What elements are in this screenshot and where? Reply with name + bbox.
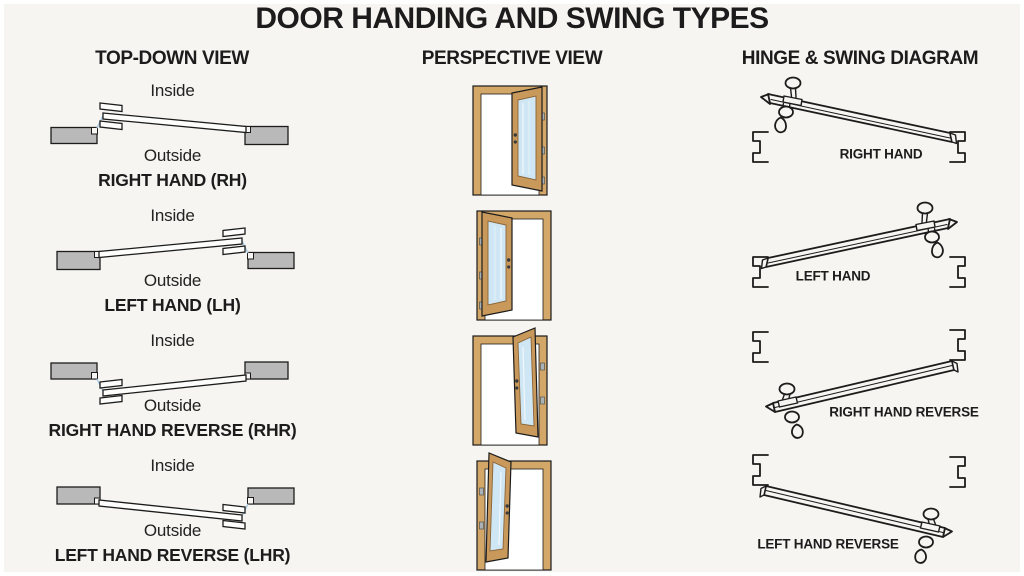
- hinge-row-right-hand: RIGHT HAND: [730, 70, 988, 201]
- hinge-label-right-hand: RIGHT HAND: [839, 146, 923, 162]
- topdown-row-right-hand-reverse: Inside Outside RIGHT HAND REVERSE (RHR): [40, 325, 305, 451]
- hinge-row-left-hand: LEFT HAND: [730, 195, 988, 326]
- column-header-topdown: TOP-DOWN VIEW: [95, 48, 249, 69]
- perspective-door-left-hand: [476, 210, 552, 321]
- perspective-door-left-hand-reverse: [476, 452, 552, 571]
- inside-label: Inside: [150, 456, 195, 475]
- hinge-label-right-hand-reverse: RIGHT HAND REVERSE: [829, 404, 979, 420]
- handing-label-right-hand-reverse: RIGHT HAND REVERSE (RHR): [48, 420, 297, 440]
- column-header-perspective: PERSPECTIVE VIEW: [421, 48, 603, 69]
- hinge-diagram-right-hand-reverse: [752, 329, 966, 439]
- hinge-row-left-hand-reverse: LEFT HAND REVERSE: [730, 445, 988, 576]
- outside-label: Outside: [143, 146, 202, 165]
- outside-label: Outside: [143, 396, 202, 415]
- perspective-door-right-hand: [472, 85, 548, 196]
- topdown-row-left-hand-reverse: Inside Outside LEFT HAND REVERSE (LHR): [40, 450, 305, 576]
- topdown-row-left-hand: Inside Outside LEFT HAND (LH): [40, 200, 305, 326]
- hinge-row-right-hand-reverse: RIGHT HAND REVERSE: [730, 320, 988, 451]
- column-header-hinge: HINGE & SWING DIAGRAM: [741, 48, 979, 69]
- perspective-door-right-hand-reverse: [472, 327, 548, 446]
- inside-label: Inside: [150, 81, 195, 100]
- handing-label-right-hand: RIGHT HAND (RH): [98, 170, 247, 190]
- hinge-label-left-hand: LEFT HAND: [795, 268, 871, 284]
- handing-label-left-hand: LEFT HAND (LH): [104, 295, 241, 315]
- page-title: DOOR HANDING AND SWING TYPES: [255, 2, 769, 35]
- inside-label: Inside: [150, 206, 195, 225]
- handing-label-left-hand-reverse: LEFT HAND REVERSE (LHR): [54, 545, 291, 565]
- hinge-diagram-right-hand: [752, 76, 966, 163]
- inside-label: Inside: [150, 331, 195, 350]
- outside-label: Outside: [143, 521, 202, 540]
- outside-label: Outside: [143, 271, 202, 290]
- topdown-row-right-hand: Inside Outside RIGHT HAND (RH): [40, 75, 305, 201]
- hinge-label-left-hand-reverse: LEFT HAND REVERSE: [757, 536, 899, 552]
- hinge-diagram-left-hand: [752, 201, 966, 288]
